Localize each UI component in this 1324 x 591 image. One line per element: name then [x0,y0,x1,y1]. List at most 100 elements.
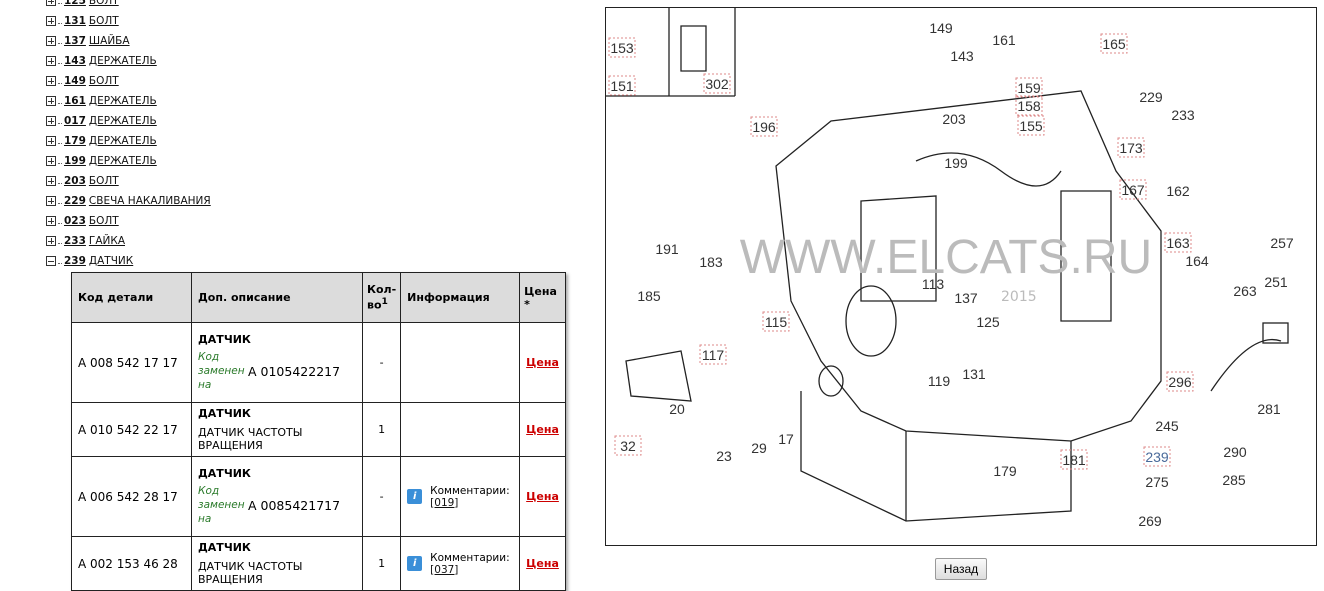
tree-connector [58,258,62,264]
callout-165[interactable]: 165 [1102,36,1126,52]
callout-box [1060,449,1088,470]
collapse-icon[interactable] [46,256,56,266]
expand-icon[interactable] [46,56,56,66]
callout-181[interactable]: 181 [1062,452,1086,468]
price-link[interactable]: Цена [526,557,559,570]
callout-263[interactable]: 263 [1233,283,1257,299]
callout-290[interactable]: 290 [1223,444,1247,460]
info-icon[interactable]: i [407,556,423,571]
callout-251[interactable]: 251 [1264,274,1288,290]
tree-connector [58,158,62,164]
expand-icon[interactable] [46,216,56,226]
callout-281[interactable]: 281 [1257,401,1281,417]
callout-29[interactable]: 29 [751,440,767,456]
callout-196[interactable]: 196 [752,119,776,135]
price-link[interactable]: Цена [526,490,559,503]
callout-239[interactable]: 239 [1145,449,1169,465]
callout-box [703,73,731,94]
expand-icon[interactable] [46,196,56,206]
callout-302[interactable]: 302 [705,76,729,92]
expand-icon[interactable] [46,236,56,246]
expand-icon[interactable] [46,116,56,126]
callout-113[interactable]: 113 [922,276,945,292]
callout-20[interactable]: 20 [669,401,685,417]
expand-icon[interactable] [46,36,56,46]
replacement-code: A 0085421717 [248,497,341,513]
callout-137[interactable]: 137 [954,290,978,306]
callout-173[interactable]: 173 [1119,140,1143,156]
callout-159[interactable]: 159 [1017,80,1041,96]
tree-connector [58,198,62,204]
expand-icon[interactable] [46,136,56,146]
callout-119[interactable]: 119 [928,373,951,389]
callout-153[interactable]: 153 [610,40,634,56]
price-link[interactable]: Цена [526,423,559,436]
expand-icon[interactable] [46,76,56,86]
callout-257[interactable]: 257 [1270,235,1294,251]
comment-link[interactable]: [019] [430,496,459,509]
callout-183[interactable]: 183 [699,254,723,270]
callout-275[interactable]: 275 [1145,474,1169,490]
callout-161[interactable]: 161 [992,32,1016,48]
callout-149[interactable]: 149 [929,20,953,36]
callout-143[interactable]: 143 [950,48,974,64]
callout-151[interactable]: 151 [610,78,634,94]
callout-155[interactable]: 155 [1019,118,1043,134]
callout-199[interactable]: 199 [944,155,968,171]
info-icon[interactable]: i [407,489,423,504]
callout-125[interactable]: 125 [976,314,1000,330]
price-link[interactable]: Цена [526,356,559,369]
replacement-code: A 0105422217 [248,363,341,379]
expand-icon[interactable] [46,96,56,106]
callout-164[interactable]: 164 [1185,253,1209,269]
expand-icon[interactable] [46,156,56,166]
replaced-label: Код заменен на [198,351,245,391]
callout-285[interactable]: 285 [1222,472,1246,488]
callout-229[interactable]: 229 [1139,89,1163,105]
callout-131[interactable]: 131 [962,366,986,382]
callout-245[interactable]: 245 [1155,418,1179,434]
expand-icon[interactable] [46,176,56,186]
callout-167[interactable]: 167 [1121,182,1145,198]
callout-163[interactable]: 163 [1166,235,1190,251]
callout-185[interactable]: 185 [637,288,661,304]
callout-115[interactable]: 115 [765,314,788,330]
callout-23[interactable]: 23 [716,448,732,464]
callout-233[interactable]: 233 [1171,107,1195,123]
back-button[interactable]: Назад [935,558,987,580]
callout-117[interactable]: 117 [702,347,725,363]
callout-32[interactable]: 32 [620,438,636,454]
callout-158[interactable]: 158 [1017,98,1041,114]
expand-icon[interactable] [46,16,56,26]
tree-connector [58,38,62,44]
expand-icon[interactable] [46,0,56,6]
comment-link[interactable]: [037] [430,563,459,576]
callout-191[interactable]: 191 [655,241,679,257]
callout-box [1143,446,1171,467]
callout-203[interactable]: 203 [942,111,966,127]
col-price: Цена* [519,272,566,323]
callout-296[interactable]: 296 [1168,374,1192,390]
callout-162[interactable]: 162 [1166,183,1190,199]
callout-17[interactable]: 17 [778,431,794,447]
callout-179[interactable]: 179 [993,463,1017,479]
callout-269[interactable]: 269 [1138,513,1162,529]
